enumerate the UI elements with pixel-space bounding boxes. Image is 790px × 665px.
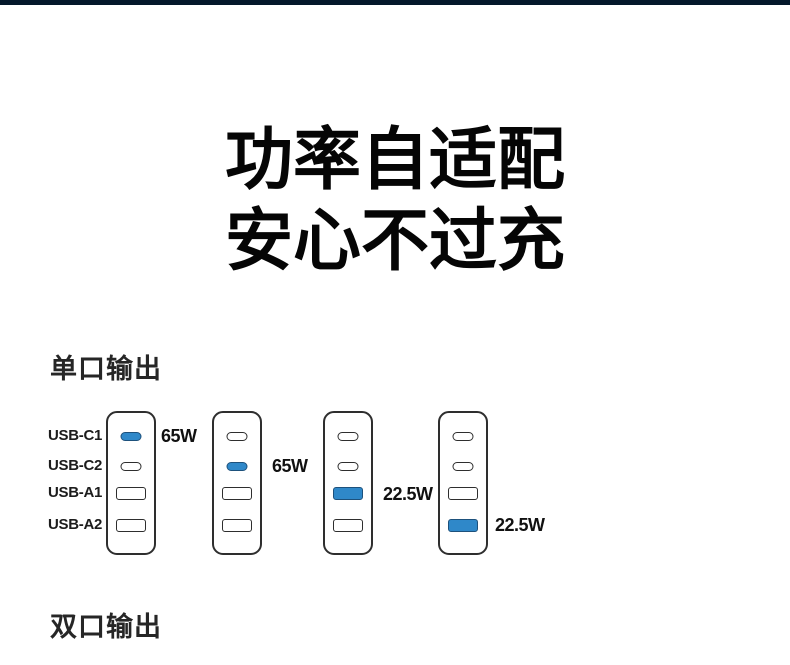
section-title-dual-port: 双口输出	[50, 612, 162, 642]
port-label-usb-a2: USB-A2	[48, 516, 103, 533]
port-label-usb-c2: USB-C2	[48, 457, 103, 474]
charger-diagram	[323, 411, 373, 555]
usb-a1-port	[222, 486, 252, 500]
top-divider-bar	[0, 0, 790, 5]
port-label-usb-a1: USB-A1	[48, 484, 103, 501]
charger-diagram	[106, 411, 156, 555]
usb-c1-port	[452, 431, 474, 441]
headline-line-2: 安心不过充	[224, 203, 565, 279]
usb-c1-port	[226, 431, 248, 441]
wattage-label: 22.5W	[495, 515, 545, 535]
wattage-label: 65W	[161, 426, 197, 446]
usb-a1-port	[116, 486, 146, 500]
headline: 功率自适配 安心不过充	[0, 120, 790, 282]
port-label-usb-c1: USB-C1	[48, 427, 103, 444]
usb-a1-port	[448, 486, 478, 500]
section-title-single-port: 单口输出	[50, 354, 162, 384]
usb-c1-port	[120, 431, 142, 441]
usb-c2-port	[337, 461, 359, 471]
usb-a2-port	[116, 518, 146, 532]
usb-c2-port	[226, 461, 248, 471]
usb-c2-port	[120, 461, 142, 471]
usb-c2-port	[452, 461, 474, 471]
usb-c1-port	[337, 431, 359, 441]
headline-line-1: 功率自适配	[224, 122, 565, 198]
usb-a2-port	[333, 518, 363, 532]
usb-a1-port	[333, 486, 363, 500]
wattage-label: 22.5W	[383, 484, 433, 504]
charger-diagram	[212, 411, 262, 555]
usb-a2-port	[448, 518, 478, 532]
usb-a2-port	[222, 518, 252, 532]
wattage-label: 65W	[272, 456, 308, 476]
charger-diagram	[438, 411, 488, 555]
